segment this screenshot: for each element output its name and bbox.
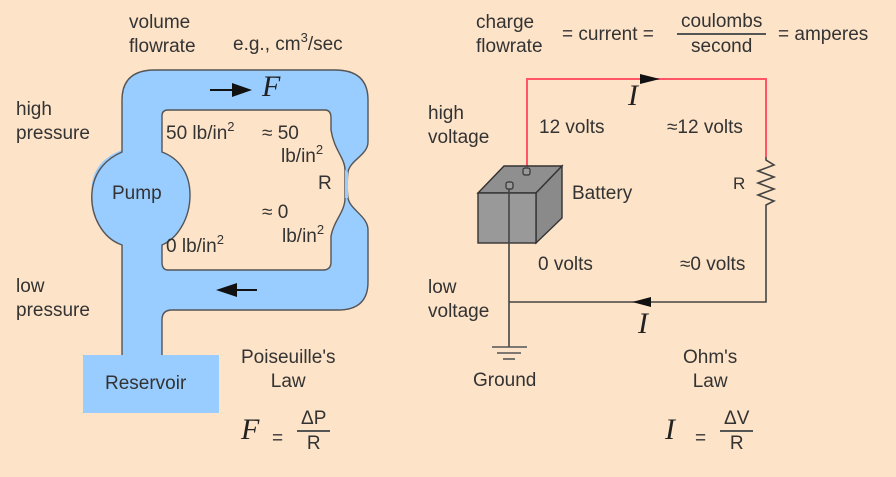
ohms-law-label: Ohm's Law	[683, 346, 737, 394]
high-pressure-line-2: pressure	[16, 123, 90, 144]
battery-label: Battery	[572, 183, 633, 204]
volume-flowrate-label: volume flowrate	[129, 11, 196, 59]
current-arrow-bottom-icon	[632, 297, 651, 307]
fraction-denominator: R	[729, 432, 744, 454]
low-pressure-label: low pressure	[16, 275, 90, 323]
amperes-equals: = amperes	[778, 24, 869, 45]
high-voltage-label: high voltage	[428, 102, 489, 150]
poiseuille-line-1: Poiseuille's	[241, 347, 336, 368]
current-arrow-top-icon	[640, 74, 660, 84]
voltage-low-approx: ≈0 volts	[680, 254, 746, 275]
resistance-label-left: R	[318, 173, 332, 194]
pressure-low-approx: ≈ 0	[262, 202, 289, 223]
charge-flowrate-line-1: charge	[476, 12, 535, 33]
volume-flowrate-line-1: volume	[129, 12, 191, 33]
charge-flowrate-label: charge flowrate	[476, 11, 543, 59]
pipe-inner-cutout	[161, 109, 346, 271]
reservoir-tank	[83, 355, 219, 413]
fraction-bar	[720, 430, 754, 432]
unit-exp: 2	[315, 142, 324, 157]
fraction-numerator: ΔP	[301, 408, 327, 429]
low-pressure-line-1: low	[16, 276, 45, 297]
flow-symbol: F	[262, 70, 281, 103]
battery-icon	[476, 164, 564, 245]
pump-label: Pump	[112, 183, 162, 204]
pressure-low-value: 0 lb/in2	[166, 232, 224, 259]
low-voltage-line-1: low	[428, 277, 457, 298]
units-prefix: e.g., cm	[233, 34, 301, 55]
ohms-formula-fraction: ΔV R	[720, 408, 754, 456]
fraction-denominator: second	[691, 35, 753, 57]
high-pressure-label: high pressure	[16, 98, 90, 146]
voltage-high-approx: ≈12 volts	[667, 117, 743, 138]
current-symbol-bottom: I	[638, 307, 648, 340]
pressure-low-approx-unit: lb/in2	[282, 222, 325, 249]
pressure-high-approx: ≈ 50	[262, 123, 299, 144]
ohms-law-line-1: Ohm's	[683, 347, 738, 368]
fraction-denominator: R	[306, 432, 321, 454]
fraction-bar	[677, 33, 767, 35]
poiseuille-formula-lhs: F	[241, 413, 260, 446]
flow-arrow-right-icon	[210, 83, 252, 97]
fraction-bar	[297, 430, 331, 432]
unit-exp: 2	[316, 222, 325, 237]
voltage-low-value: 0 volts	[538, 254, 593, 275]
pressure-low-exp: 2	[216, 232, 224, 247]
charge-flowrate-line-2: flowrate	[476, 36, 543, 57]
current-unit-fraction: coulombs second	[677, 11, 767, 59]
fraction-numerator: ΔV	[724, 408, 750, 429]
units-suffix: /sec	[307, 34, 343, 55]
reservoir-label: Reservoir	[105, 373, 187, 394]
low-voltage-label: low voltage	[428, 276, 489, 324]
voltage-high-value: 12 volts	[539, 117, 605, 138]
pressure-low-text: 0 lb/in	[166, 236, 217, 257]
high-voltage-line-1: high	[428, 103, 464, 124]
high-pressure-line-1: high	[16, 99, 52, 120]
constriction-channel	[345, 170, 348, 198]
unit-text: lb/in	[282, 226, 317, 247]
unit-text: lb/in	[281, 146, 316, 167]
units-exp: 3	[300, 30, 308, 45]
resistor-icon	[755, 157, 777, 208]
low-pressure-line-2: pressure	[16, 300, 90, 321]
flowrate-units: e.g., cm3/sec	[233, 30, 343, 57]
ground-icon	[492, 346, 527, 360]
current-equals: = current =	[562, 24, 654, 45]
resistor-label: R	[733, 174, 746, 193]
pressure-high-exp: 2	[227, 119, 235, 134]
ground-label: Ground	[473, 370, 537, 391]
pressure-high-approx-unit: lb/in2	[281, 142, 324, 169]
low-voltage-wire	[509, 208, 767, 303]
poiseuille-law-label: Poiseuille's Law	[241, 346, 335, 394]
poiseuille-line-2: Law	[270, 371, 306, 392]
volume-flowrate-line-2: flowrate	[129, 36, 196, 57]
current-symbol-top: I	[628, 79, 638, 112]
flow-arrow-left-icon	[216, 283, 257, 297]
fraction-numerator: coulombs	[681, 11, 763, 32]
ohms-law-line-2: Law	[692, 371, 728, 392]
poiseuille-formula-fraction: ΔP R	[297, 408, 331, 456]
high-voltage-line-2: voltage	[428, 127, 490, 148]
pressure-high-value: 50 lb/in2	[166, 119, 235, 146]
ohms-formula-lhs: I	[665, 413, 675, 446]
pressure-high-text: 50 lb/in	[166, 123, 228, 144]
low-voltage-line-2: voltage	[428, 301, 490, 322]
poiseuille-formula-eq: =	[272, 428, 284, 449]
ohms-formula-eq: =	[695, 428, 707, 449]
